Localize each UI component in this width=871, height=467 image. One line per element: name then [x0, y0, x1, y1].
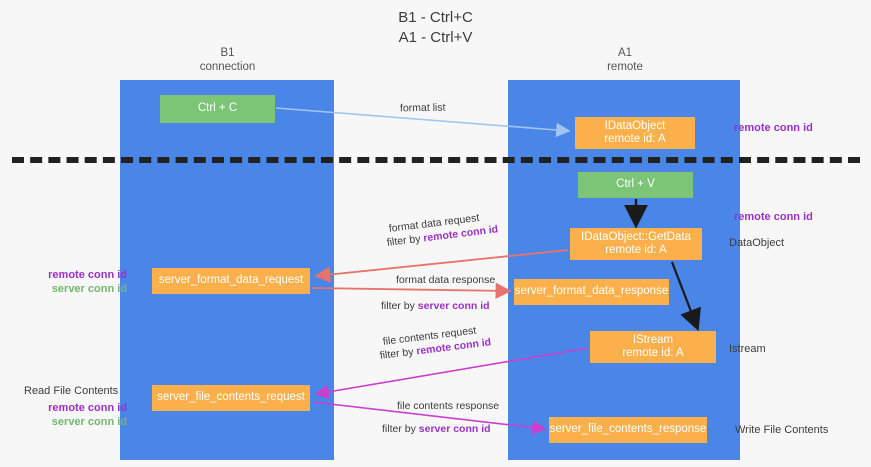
- flow-label-format-data-response-filter: filter by server conn id: [381, 299, 490, 313]
- box-idataobject[interactable]: IDataObject remote id: A: [575, 117, 695, 149]
- annotation-dataobject: DataObject: [729, 237, 785, 249]
- flow-label-format-data-response: format data response: [396, 274, 496, 286]
- page-title: B1 - Ctrl+C A1 - Ctrl+V: [0, 8, 871, 48]
- box-idataobject-remote-id: remote id: A: [604, 133, 666, 145]
- annotation-left-server-conn-id-1: server conn id: [51, 282, 127, 295]
- column-header-b1-name: B1: [220, 47, 235, 59]
- box-getdata-label: IDataObject::GetData: [581, 230, 691, 243]
- column-header-a1-role: remote: [607, 60, 643, 73]
- box-getdata-remote-id: remote id: A: [605, 244, 667, 256]
- title-line-1: B1 - Ctrl+C: [398, 9, 473, 26]
- box-istream-label: IStream: [632, 333, 674, 346]
- annotation-write-file-contents: Write File Contents: [735, 424, 829, 436]
- box-server-format-data-response[interactable]: server_format_data_response: [514, 279, 669, 305]
- box-server-format-data-response-label: server_format_data_response: [514, 285, 669, 298]
- annotation-left-remote-conn-id-2: remote conn id: [48, 402, 127, 414]
- flow-label-format-data-response-filter-key: server conn id: [417, 300, 490, 312]
- flow-label-format-list: format list: [399, 101, 446, 115]
- flow-label-format-data-response-filter-prefix: filter by: [381, 300, 418, 312]
- box-server-file-contents-response-label: server_file_contents_response: [549, 423, 707, 436]
- annotation-remote-conn-id-top: remote conn id: [734, 122, 813, 134]
- flow-label-file-contents-response-filter-prefix: filter by: [382, 423, 419, 435]
- column-header-b1: B1 connection: [150, 47, 305, 74]
- box-ctrl-c-label: Ctrl + C: [197, 102, 238, 115]
- box-istream-remote-id: remote id: A: [622, 347, 684, 359]
- box-ctrl-v[interactable]: Ctrl + V: [578, 172, 693, 198]
- annotation-left-conn-ids-format: remote conn id server conn id: [22, 269, 127, 296]
- connector-format-data-response: [311, 282, 512, 299]
- column-header-b1-role: connection: [199, 60, 256, 73]
- annotation-istream: Istream: [729, 343, 766, 355]
- box-ctrl-v-label: Ctrl + V: [616, 178, 655, 191]
- box-ctrl-c[interactable]: Ctrl + C: [160, 95, 275, 123]
- flow-label-file-contents-request-filter-prefix: filter by: [379, 345, 418, 362]
- annotation-read-file-contents: Read File Contents: [24, 385, 119, 397]
- column-header-a1: A1 remote: [540, 47, 710, 74]
- annotation-left-server-conn-id-2: server conn id: [51, 415, 127, 428]
- column-header-a1-name: A1: [617, 47, 633, 59]
- flow-label-format-data-request-filter-prefix: filter by: [386, 232, 425, 249]
- flow-label-file-contents-response: file contents response: [397, 400, 500, 412]
- box-server-file-contents-response[interactable]: server_file_contents_response: [549, 417, 707, 443]
- box-idataobject-label: IDataObject: [604, 119, 666, 132]
- box-server-file-contents-request[interactable]: server_file_contents_request: [152, 385, 310, 411]
- annotation-left-conn-ids-file: remote conn id server conn id: [22, 402, 127, 429]
- box-server-format-data-request[interactable]: server_format_data_request: [152, 268, 310, 294]
- box-istream[interactable]: IStream remote id: A: [590, 331, 716, 363]
- annotation-remote-conn-id-mid: remote conn id: [734, 211, 813, 223]
- box-server-format-data-request-label: server_format_data_request: [158, 274, 304, 287]
- title-line-2: A1 - Ctrl+V: [398, 29, 473, 46]
- box-server-file-contents-request-label: server_file_contents_request: [157, 391, 305, 404]
- section-divider: [12, 157, 860, 163]
- box-idataobject-getdata[interactable]: IDataObject::GetData remote id: A: [570, 228, 702, 260]
- annotation-left-remote-conn-id-1: remote conn id: [48, 269, 127, 281]
- flow-label-file-contents-response-filter: filter by server conn id: [382, 422, 491, 436]
- flow-label-file-contents-response-filter-key: server conn id: [418, 423, 491, 435]
